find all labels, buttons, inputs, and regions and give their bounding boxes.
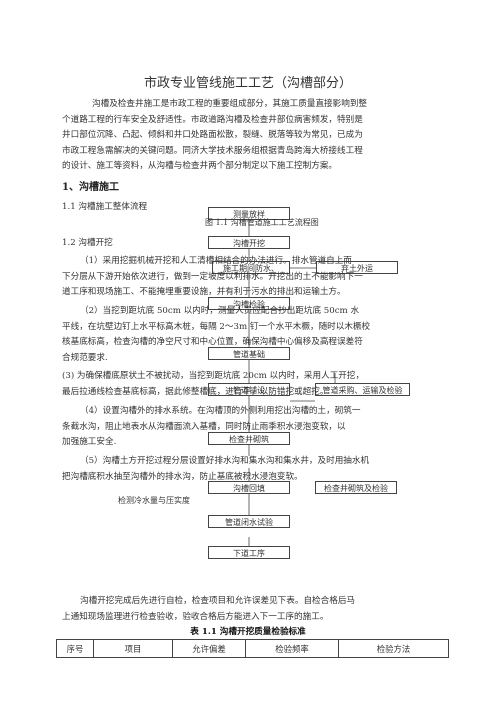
intro-line-1: 沟槽及检查井施工是市政工程的重要组成部分，其施工质量直接影响到整 — [92, 99, 368, 109]
para4-line-2: 条截水沟，阻止地表水从沟槽面流入基槽，同时防止雨季积水浸泡变软，以 — [62, 421, 346, 432]
flow-box-backfill: 沟槽回填 — [208, 481, 290, 494]
para2-line-3: 核基底标高，检查沟槽的净空尺寸和中心位置，确保沟槽中心偏移及高程误差符 — [62, 337, 363, 347]
col-header-method: 检验方法 — [338, 639, 449, 658]
col-header-item: 项目 — [93, 639, 173, 658]
figure-caption: 图 1.1 沟槽管道施工工艺流程图 — [205, 218, 319, 227]
para1-line-2: 下分层从下游开始依次进行，做到一定坡度以利排水。开挖出的土不能影响下一 — [62, 271, 363, 282]
table-header-row: 序号 项目 允许偏差 检验频率 检验方法 — [56, 639, 449, 658]
para6-line-2: 上通知现场监理进行检查验收，验收合格后方能进入下一工序的施工。 — [62, 611, 329, 622]
section-heading-1: 1、沟槽施工 — [62, 182, 119, 193]
quality-table: 序号 项目 允许偏差 检验频率 检验方法 — [56, 639, 449, 658]
col-header-frequency: 检验频率 — [245, 639, 339, 658]
intro-line-4: 市政工程急需解决的关键问题。同济大学技术服务组根据青岛跨海大桥接线工程 — [62, 145, 363, 156]
flow-box-procure: 管道采购、运输及检验 — [315, 383, 410, 396]
col-header-tolerance: 允许偏差 — [172, 639, 246, 658]
flow-box-spoil: 弃土外运 — [316, 261, 398, 274]
document-title: 市政专业管线施工工艺（沟槽部分） — [143, 76, 352, 91]
flow-box-measure: 检查井砌筑及检验 — [315, 481, 397, 494]
flow-box-joint: 检查井砌筑 — [208, 432, 290, 445]
para5-line-2: 把沟槽底积水抽至沟槽外的排水沟，防止基底被积水浸泡变软。 — [62, 471, 303, 482]
para1-line-3: 道工序和现场施工、不能掩埋重要设施，并有利于污水的排出和运输土方。 — [62, 287, 346, 297]
flow-label-test: 检测冷水量与压实度 — [118, 496, 190, 505]
col-header-index: 序号 — [56, 639, 94, 658]
flow-box-prevent: 施工期间防水、 — [212, 261, 290, 274]
flow-box-excavate: 沟槽开挖 — [208, 236, 290, 249]
para2-line-1: （2）当挖到距坑底 50cm 以内时，测量人员应配合抄出距坑底 50cm 水 — [80, 306, 360, 316]
flow-box-inspect: 沟槽检验 — [208, 297, 290, 310]
intro-line-3: 井口部位沉降、凸起、倾斜和井口处路面松散，裂缝、脱落等较为常见，已成为 — [62, 130, 363, 140]
flow-box-pipe-test: 管道闭水试验 — [208, 515, 290, 528]
section-heading-1-1: 1.1 沟槽施工整体流程 — [62, 202, 148, 212]
para3-line-1: (3) 为确保槽底原状土不被扰动，当挖到距坑底 20cm 以内时，采用人工开挖， — [62, 371, 365, 381]
para5-line-1: （5）沟槽土方开挖过程分层设置好排水沟和集水沟和集水井，及时用抽水机 — [80, 456, 370, 466]
flow-box-survey: 测量放样 — [208, 207, 290, 220]
table-caption: 表 1.1 沟槽开挖质量检验标准 — [190, 627, 306, 637]
para6-line-1: 沟槽开挖完成后先进行自检，检查项目和允许误差见下表。自检合格后马 — [80, 596, 356, 606]
para1-line-1: （1）采用挖掘机械开挖和人工清槽相结合的办法进行。排水管道自上而 — [80, 256, 352, 266]
intro-line-2: 个道路工程的行车安全及舒适性。市政道路沟槽及检查井部位病害频发，特别是 — [62, 114, 363, 125]
intro-line-5: 的设计、施工等资料，从沟槽与检查井两个部分制定以下施工控制方案。 — [62, 161, 338, 171]
section-heading-1-2: 1.2 沟槽开挖 — [62, 238, 113, 248]
flow-box-laying: 管道铺设 — [208, 383, 290, 396]
flow-box-base: 管道基础 — [208, 347, 290, 360]
para3-line-2: 最后拉通线检查基底标高，据此修整槽底，进行平，以防错挖或超挖。 — [62, 386, 329, 397]
para2-line-4: 合规范要求. — [62, 352, 108, 363]
flow-box-next: 下道工序 — [208, 546, 290, 559]
para4-line-1: （4）设置沟槽外的排水系统。在沟槽顶的外侧利用挖出沟槽的土，砌筑一 — [80, 406, 361, 416]
para2-line-2: 平线，在坑壁边钉上水平标高木桩，每隔 2～3m 钉一个水平木橛，随时以木橛校 — [62, 321, 371, 332]
para4-line-3: 加强施工安全. — [62, 437, 117, 447]
